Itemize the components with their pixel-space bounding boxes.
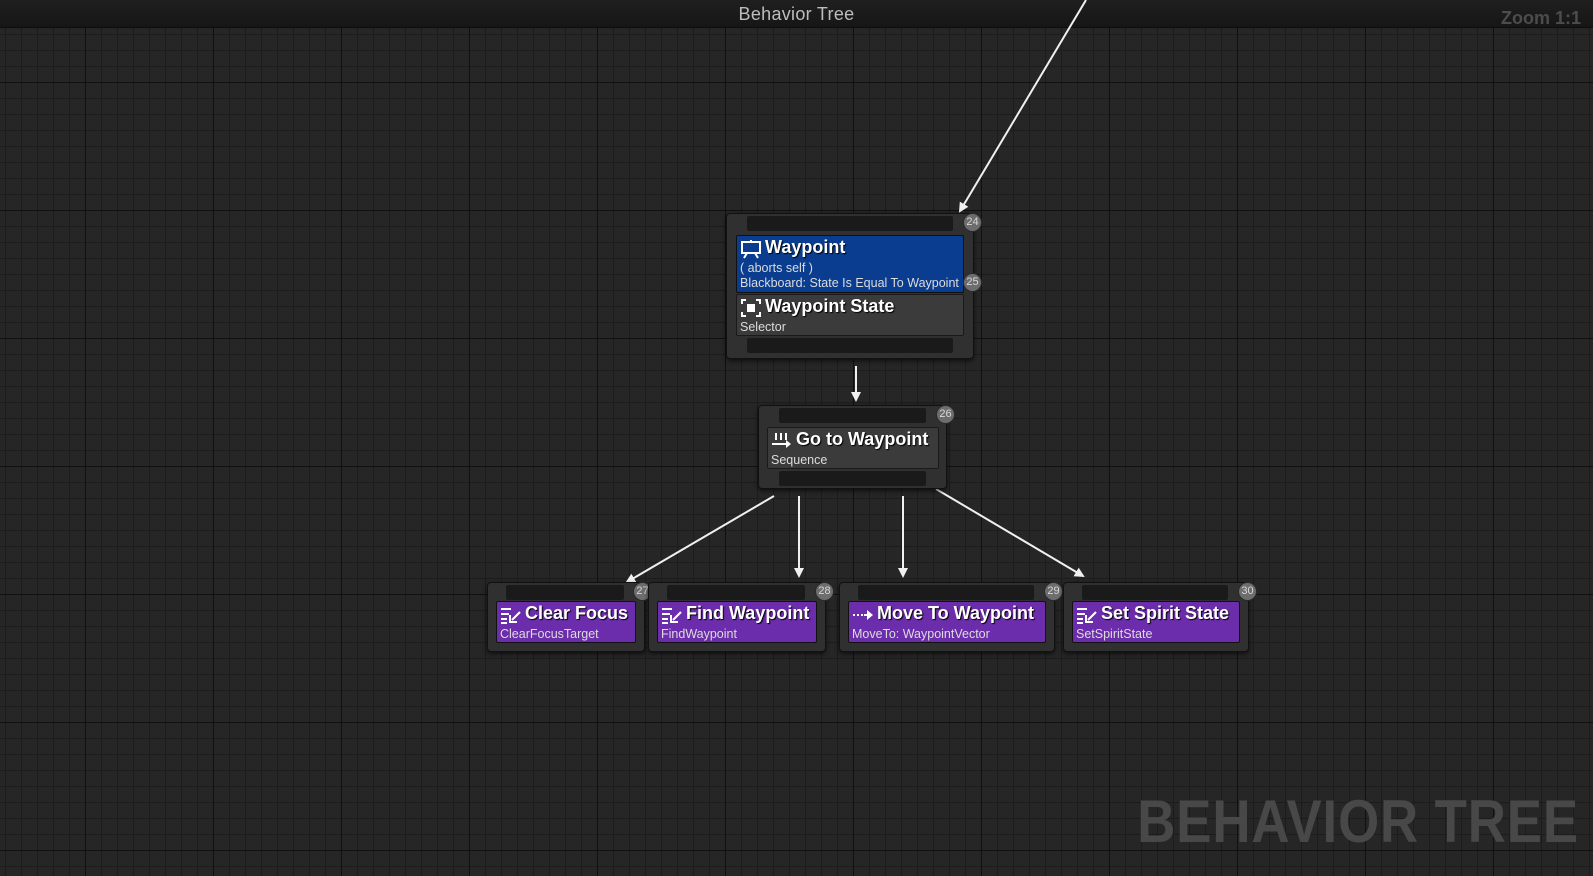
task-node-clear-focus[interactable]: 27 Clear Focus ClearFocusTarget (487, 582, 652, 652)
decorator-abort-mode: ( aborts self ) (740, 261, 813, 275)
input-pin[interactable] (747, 216, 953, 231)
wire-sequence-to-set-spirit (935, 488, 1085, 578)
sequence-type: Sequence (771, 453, 828, 467)
input-pin[interactable] (506, 585, 624, 600)
wire-root-to-waypoint (958, 0, 1087, 213)
wire-sequence-to-clear-focus (625, 495, 775, 584)
composite-type: Selector (740, 320, 786, 334)
task-title: Set Spirit State (1101, 603, 1230, 623)
task-node-find-waypoint[interactable]: 28 Find Waypoint FindWaypoint (648, 582, 834, 652)
task-title: Clear Focus (525, 603, 629, 623)
task-icon (1077, 608, 1097, 624)
zoom-level: Zoom 1:1 (1500, 8, 1581, 28)
task-subtitle: SetSpiritState (1076, 627, 1153, 641)
input-pin[interactable] (667, 585, 805, 600)
task-title: Move To Waypoint (877, 603, 1034, 623)
graph-watermark: BEHAVIOR TREE (1137, 788, 1579, 855)
task-card[interactable]: Move To Waypoint MoveTo: WaypointVector (848, 601, 1046, 643)
task-subtitle: MoveTo: WaypointVector (852, 627, 990, 641)
execution-index-badge: 29 (1044, 582, 1063, 601)
selector-icon (741, 299, 761, 317)
input-pin[interactable] (779, 408, 926, 423)
task-icon (662, 608, 682, 624)
task-subtitle: FindWaypoint (661, 627, 737, 641)
task-icon (501, 608, 521, 624)
decorator-condition: Blackboard: State Is Equal To Waypoint (740, 276, 959, 290)
sequence-card[interactable]: Go to Waypoint Sequence (767, 427, 939, 469)
input-pin[interactable] (1082, 585, 1228, 600)
task-node-set-spirit-state[interactable]: 30 Set Spirit State SetSpiritState (1063, 582, 1257, 652)
sequence-title: Go to Waypoint (796, 429, 929, 449)
decorator-index-badge: 25 (963, 273, 982, 292)
execution-index-badge: 30 (1238, 582, 1257, 601)
waypoint-selector-node[interactable]: 24 Waypoint ( aborts self ) Blackboard: … (726, 213, 982, 359)
move-to-icon (853, 610, 873, 620)
decorator-waypoint[interactable]: Waypoint ( aborts self ) Blackboard: Sta… (736, 235, 964, 293)
editor-title-bar: Behavior Tree Zoom 1:1 (0, 0, 1593, 28)
task-node-move-to-waypoint[interactable]: 29 Move To Waypoint MoveTo: WaypointVect… (839, 582, 1063, 652)
composite-title: Waypoint State (765, 296, 895, 316)
output-pin[interactable] (747, 338, 953, 353)
task-card[interactable]: Find Waypoint FindWaypoint (657, 601, 817, 643)
editor-title: Behavior Tree (738, 4, 855, 24)
execution-index-badge: 26 (936, 405, 955, 424)
task-subtitle: ClearFocusTarget (500, 627, 599, 641)
sequence-icon (772, 433, 791, 448)
go-to-waypoint-node[interactable]: 26 Go to Waypoint Sequence (758, 405, 955, 489)
decorator-title: Waypoint (765, 237, 846, 257)
blackboard-icon (741, 240, 761, 259)
execution-index-badge: 24 (963, 213, 982, 232)
composite-waypoint-state[interactable]: Waypoint State Selector (736, 294, 964, 336)
task-title: Find Waypoint (686, 603, 810, 623)
task-card[interactable]: Clear Focus ClearFocusTarget (496, 601, 636, 643)
input-pin[interactable] (858, 585, 1034, 600)
output-pin[interactable] (779, 471, 926, 486)
execution-index-badge: 28 (815, 582, 834, 601)
task-card[interactable]: Set Spirit State SetSpiritState (1072, 601, 1240, 643)
